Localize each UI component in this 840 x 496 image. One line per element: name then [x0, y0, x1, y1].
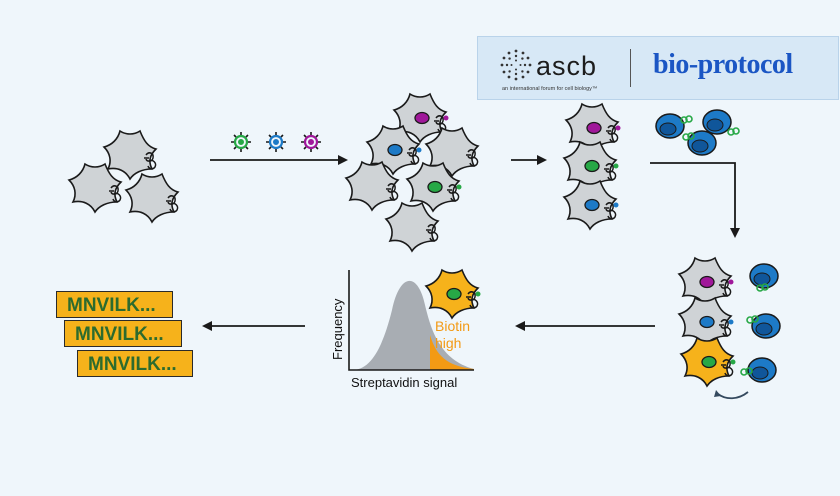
cell: [68, 163, 122, 213]
cell-group-initial: [68, 130, 179, 223]
virus-icon: [301, 132, 321, 152]
histogram: [348, 269, 481, 371]
ascb-tagline: an international forum for cell biology™: [502, 86, 598, 92]
cell: [125, 173, 179, 223]
t-cell: [702, 109, 740, 136]
cell-group-expressing: [563, 103, 621, 230]
histogram-xlabel: Streptavidin signal: [351, 375, 458, 390]
cell-highlighted: [425, 269, 481, 319]
cell: [563, 141, 619, 191]
virus-icons: [231, 132, 321, 152]
histogram-axes: [348, 270, 474, 371]
cell: [406, 162, 462, 212]
transfer-arrowhead: [714, 390, 721, 397]
cell-highlighted: [680, 337, 736, 387]
biotin-label-line2: high: [435, 335, 462, 351]
ascb-logo-text: ascb: [536, 51, 598, 81]
t-cell: [740, 357, 777, 383]
histogram-ylabel: Frequency: [330, 298, 345, 360]
cell: [393, 93, 449, 143]
histogram-highlight: [430, 335, 474, 370]
cell: [366, 125, 422, 175]
t-cell: [746, 313, 781, 339]
sequence-label-2: MNVILK...: [64, 320, 182, 347]
transfer-arrow: [717, 391, 749, 400]
cell: [678, 257, 734, 307]
histogram-curve: [352, 280, 474, 370]
ascb-logo-icon: [500, 49, 532, 81]
cell-group-library: [345, 93, 479, 252]
bioprotocol-logo-text: bio-protocol: [653, 49, 793, 80]
sequence-label-1: MNVILK...: [56, 291, 173, 318]
cell: [103, 130, 157, 180]
arrow-step3: [650, 162, 740, 238]
t-cell: [749, 263, 779, 292]
cell: [678, 297, 734, 347]
virus-icon: [231, 132, 251, 152]
coculture-group: [678, 257, 781, 400]
cell: [563, 180, 619, 230]
biotin-high-label: Biotin high: [435, 318, 495, 352]
tcell-group-top: [655, 109, 740, 156]
biotin-label-line1: Biotin: [435, 318, 471, 334]
cell: [565, 103, 621, 153]
t-cell: [682, 130, 717, 156]
cell: [385, 202, 439, 252]
sequence-label-3: MNVILK...: [77, 350, 193, 377]
brand-banner: ascb an international forum for cell bio…: [477, 36, 839, 100]
virus-icon: [266, 132, 286, 152]
brand-divider: [630, 49, 631, 87]
